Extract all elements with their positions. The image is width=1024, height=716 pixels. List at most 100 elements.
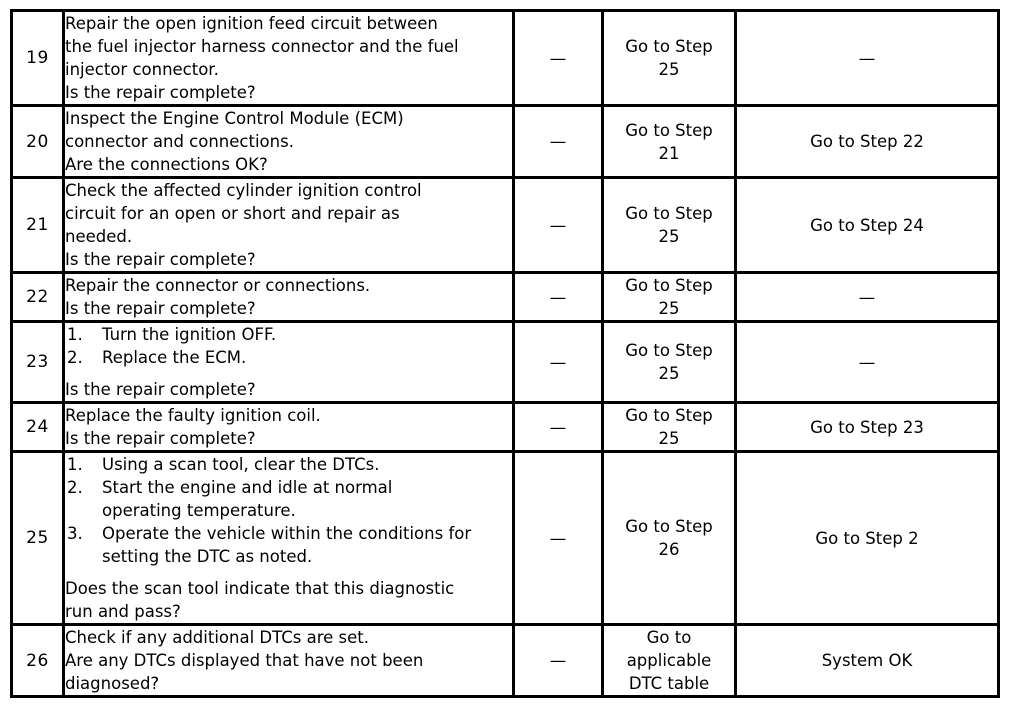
text-line: Go to Step [625, 276, 713, 295]
text-line: Replace the faulty ignition coil. [65, 406, 321, 425]
text-line: — [858, 287, 876, 307]
no-cell: Go to Step 24 [734, 176, 1000, 274]
text-line: Are any DTCs displayed that have not bee… [65, 651, 424, 670]
text-line: Go to Step [625, 341, 713, 360]
text-line: Does the scan tool indicate that this di… [65, 579, 455, 598]
text-line: Check the affected cylinder ignition con… [65, 181, 422, 200]
action-numbered-list: 1. Using a scan tool, clear the DTCs. 2. St… [65, 453, 512, 568]
list-item-number: 3. [67, 524, 83, 543]
no-cell: System OK [734, 623, 1000, 698]
text-line: DTC table [628, 674, 710, 693]
action-list-item: 1. Using a scan tool, clear the DTCs. [65, 453, 512, 476]
step-number-cell: 24 [10, 401, 65, 453]
text-line: Check if any additional DTCs are set. [65, 628, 369, 647]
no-cell: Go to Step 23 [734, 401, 1000, 453]
action-list-item: 1.Turn the ignition OFF. [65, 323, 512, 346]
value-cell: — [512, 9, 604, 107]
step-number-cell: 19 [10, 9, 65, 107]
action-cell: Repair the connector or connections.Is t… [62, 271, 515, 323]
text-line: Go to Step [625, 517, 713, 536]
action-list-item: 2. Start the engine and idle at normal op… [65, 476, 512, 522]
action-question: Does the scan tool indicate that this di… [65, 577, 512, 623]
action-cell: 1.Turn the ignition OFF. 2. Replace the EC… [62, 320, 515, 404]
step-number-cell: 25 [10, 450, 65, 626]
yes-cell: Go to Step 26 [601, 450, 737, 626]
step-number-cell: 23 [10, 320, 65, 404]
text-line: Go to Step 22 [810, 132, 924, 151]
value-cell: — [512, 271, 604, 323]
text-line: Inspect the Engine Control Module (ECM) [65, 109, 404, 128]
text-line: connector and connections. [65, 132, 294, 151]
text-line: Is the repair complete? [65, 380, 256, 399]
list-item-number: 2. [67, 348, 83, 367]
text-line: injector connector. [65, 60, 219, 79]
text-line: Go to Step [625, 120, 713, 140]
no-cell: Go to Step 2 [734, 450, 1000, 626]
text-line: 21 [658, 143, 680, 163]
text-line: the fuel injector harness connector and … [65, 37, 459, 56]
no-cell: — [734, 9, 1000, 107]
value-cell: — [512, 401, 604, 453]
text-line: System OK [821, 651, 913, 670]
text-line: — [858, 352, 876, 372]
text-line: Is the repair complete? [65, 429, 256, 448]
text-line: run and pass? [65, 602, 181, 621]
action-numbered-list: 1.Turn the ignition OFF. 2. Replace the EC… [65, 323, 512, 369]
action-question: Is the repair complete? [65, 378, 512, 401]
step-number-cell: 26 [10, 623, 65, 698]
text-line: Go to Step [625, 204, 713, 223]
text-line: 26 [658, 540, 680, 559]
value-cell: — [512, 320, 604, 404]
list-item-text: Start the engine and idle at normal oper… [102, 478, 393, 520]
text-line: 25 [658, 60, 680, 79]
list-item-text: Operate the vehicle within the condition… [102, 524, 472, 566]
value-cell: — [512, 450, 604, 626]
text-line: Go to Step [625, 406, 713, 425]
action-list-item: 2. Replace the ECM. [65, 346, 512, 369]
yes-cell: Go to Step 21 [601, 104, 737, 179]
text-line: needed. [65, 227, 133, 246]
text-line: diagnosed? [65, 674, 160, 693]
action-cell: Check if any additional DTCs are set. Are… [62, 623, 515, 698]
action-list-item: 3. Operate the vehicle within the conditi… [65, 522, 512, 568]
action-cell: Check the affected cylinder ignition con… [62, 176, 515, 274]
list-item-number: 2. [67, 478, 83, 497]
yes-cell: Go to Step 25 [601, 320, 737, 404]
step-number-cell: 21 [10, 176, 65, 274]
list-item-text: Replace the ECM. [102, 348, 247, 367]
action-cell: 1. Using a scan tool, clear the DTCs. 2. St… [62, 450, 515, 626]
text-line: Are the connections OK? [65, 155, 268, 174]
step-number-cell: 22 [10, 271, 65, 323]
text-line: 25 [658, 364, 680, 383]
step-number-cell: 20 [10, 104, 65, 179]
action-cell: Inspect the Engine Control Module (ECM) c… [62, 104, 515, 179]
list-item-text: Using a scan tool, clear the DTCs. [102, 455, 380, 474]
value-cell: — [512, 176, 604, 274]
no-cell: — [734, 271, 1000, 323]
text-line: 25 [658, 429, 680, 448]
text-line: 25 [658, 227, 680, 246]
text-line: circuit for an open or short and repair … [65, 204, 400, 223]
list-item-text: Turn the ignition OFF. [102, 325, 277, 344]
text-line: Repair the open ignition feed circuit be… [65, 14, 438, 33]
value-cell: — [512, 623, 604, 698]
action-cell: Replace the faulty ignition coil. Is the … [62, 401, 515, 453]
yes-cell: Go to Step 25 [601, 401, 737, 453]
list-item-number: 1. [67, 455, 83, 474]
text-line: 25 [658, 299, 680, 318]
text-line: Go to Step 24 [810, 215, 924, 235]
text-line: applicable [626, 651, 712, 670]
value-cell: — [512, 104, 604, 179]
action-cell: Repair the open ignition feed circuit be… [62, 9, 515, 107]
